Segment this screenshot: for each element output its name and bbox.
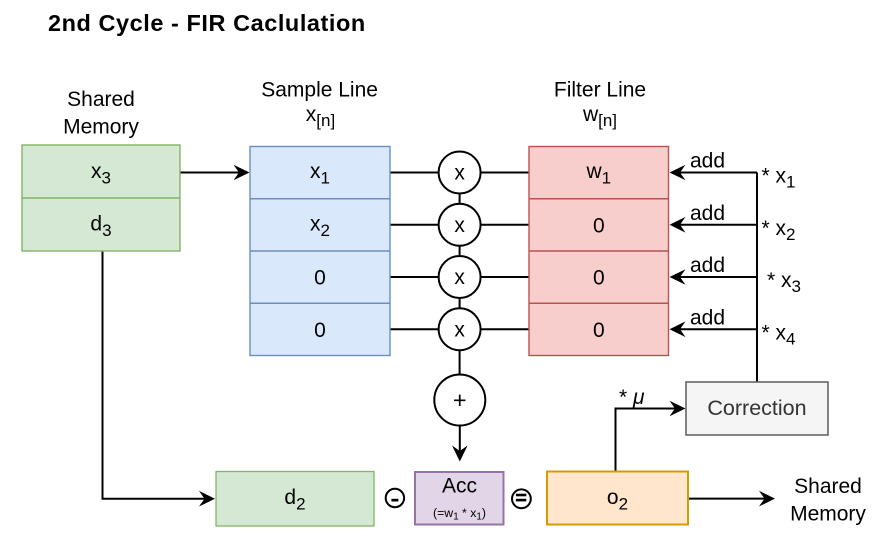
svg-text:0: 0 <box>593 267 605 290</box>
svg-text:Shared: Shared <box>794 475 862 498</box>
svg-text:x: x <box>454 318 465 341</box>
svg-text:0: 0 <box>593 319 605 342</box>
svg-text:w[n]: w[n] <box>582 103 617 130</box>
svg-text:0: 0 <box>314 267 326 290</box>
svg-text:Sample Line: Sample Line <box>261 79 378 102</box>
svg-text:add: add <box>690 306 725 329</box>
svg-text:0: 0 <box>593 214 605 237</box>
svg-text:Shared: Shared <box>67 88 135 111</box>
svg-text:add: add <box>690 150 725 173</box>
svg-text:Memory: Memory <box>63 115 139 138</box>
svg-text:add: add <box>690 202 725 225</box>
svg-text:* μ: * μ <box>619 386 645 409</box>
svg-text:x: x <box>454 266 465 289</box>
svg-text:(=w1 * x1): (=w1 * x1) <box>433 506 486 523</box>
svg-text:+: + <box>453 387 467 413</box>
svg-text:2nd Cycle - FIR Caclulation: 2nd Cycle - FIR Caclulation <box>48 10 366 36</box>
svg-text:0: 0 <box>314 319 326 342</box>
svg-text:Memory: Memory <box>790 503 866 526</box>
svg-text:Correction: Correction <box>707 396 806 420</box>
svg-text:* x1: * x1 <box>762 165 796 192</box>
svg-text:add: add <box>690 254 725 277</box>
svg-text:Acc: Acc <box>442 474 477 497</box>
svg-text:x[n]: x[n] <box>306 103 335 130</box>
svg-text:x: x <box>454 214 465 237</box>
svg-text:Filter Line: Filter Line <box>554 79 646 102</box>
svg-text:* x2: * x2 <box>762 217 796 244</box>
svg-text:x: x <box>454 162 465 185</box>
svg-text:* x3: * x3 <box>767 269 801 296</box>
svg-text:* x4: * x4 <box>762 321 796 348</box>
